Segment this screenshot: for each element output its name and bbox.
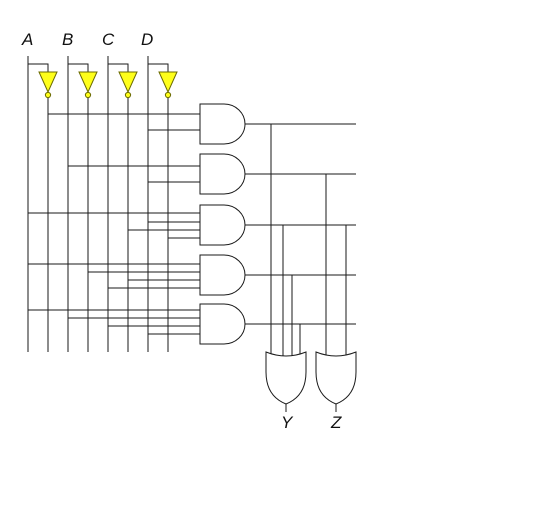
and-gate-3 [199, 204, 246, 246]
inverter-b [78, 71, 98, 99]
inverter-branches [28, 63, 169, 72]
and-gate-5 [199, 303, 246, 345]
and-gate-4 [199, 254, 246, 296]
and-output-wires [245, 123, 356, 325]
input-label-a: A [21, 30, 33, 49]
and-gate-1 [199, 103, 246, 145]
or-gate-y [265, 351, 307, 405]
input-rails [27, 56, 149, 352]
or-gate-z [315, 351, 357, 405]
inverter-a [38, 71, 58, 99]
input-label-b: B [62, 30, 73, 49]
input-label-c: C [102, 30, 115, 49]
inverter-c [118, 71, 138, 99]
or-input-wires [270, 124, 347, 360]
and-gate-2 [199, 153, 246, 195]
output-label-y: Y [281, 413, 294, 432]
output-label-z: Z [330, 413, 342, 432]
input-label-d: D [141, 30, 153, 49]
and-input-wires [28, 113, 200, 335]
inverter-d [158, 71, 178, 99]
